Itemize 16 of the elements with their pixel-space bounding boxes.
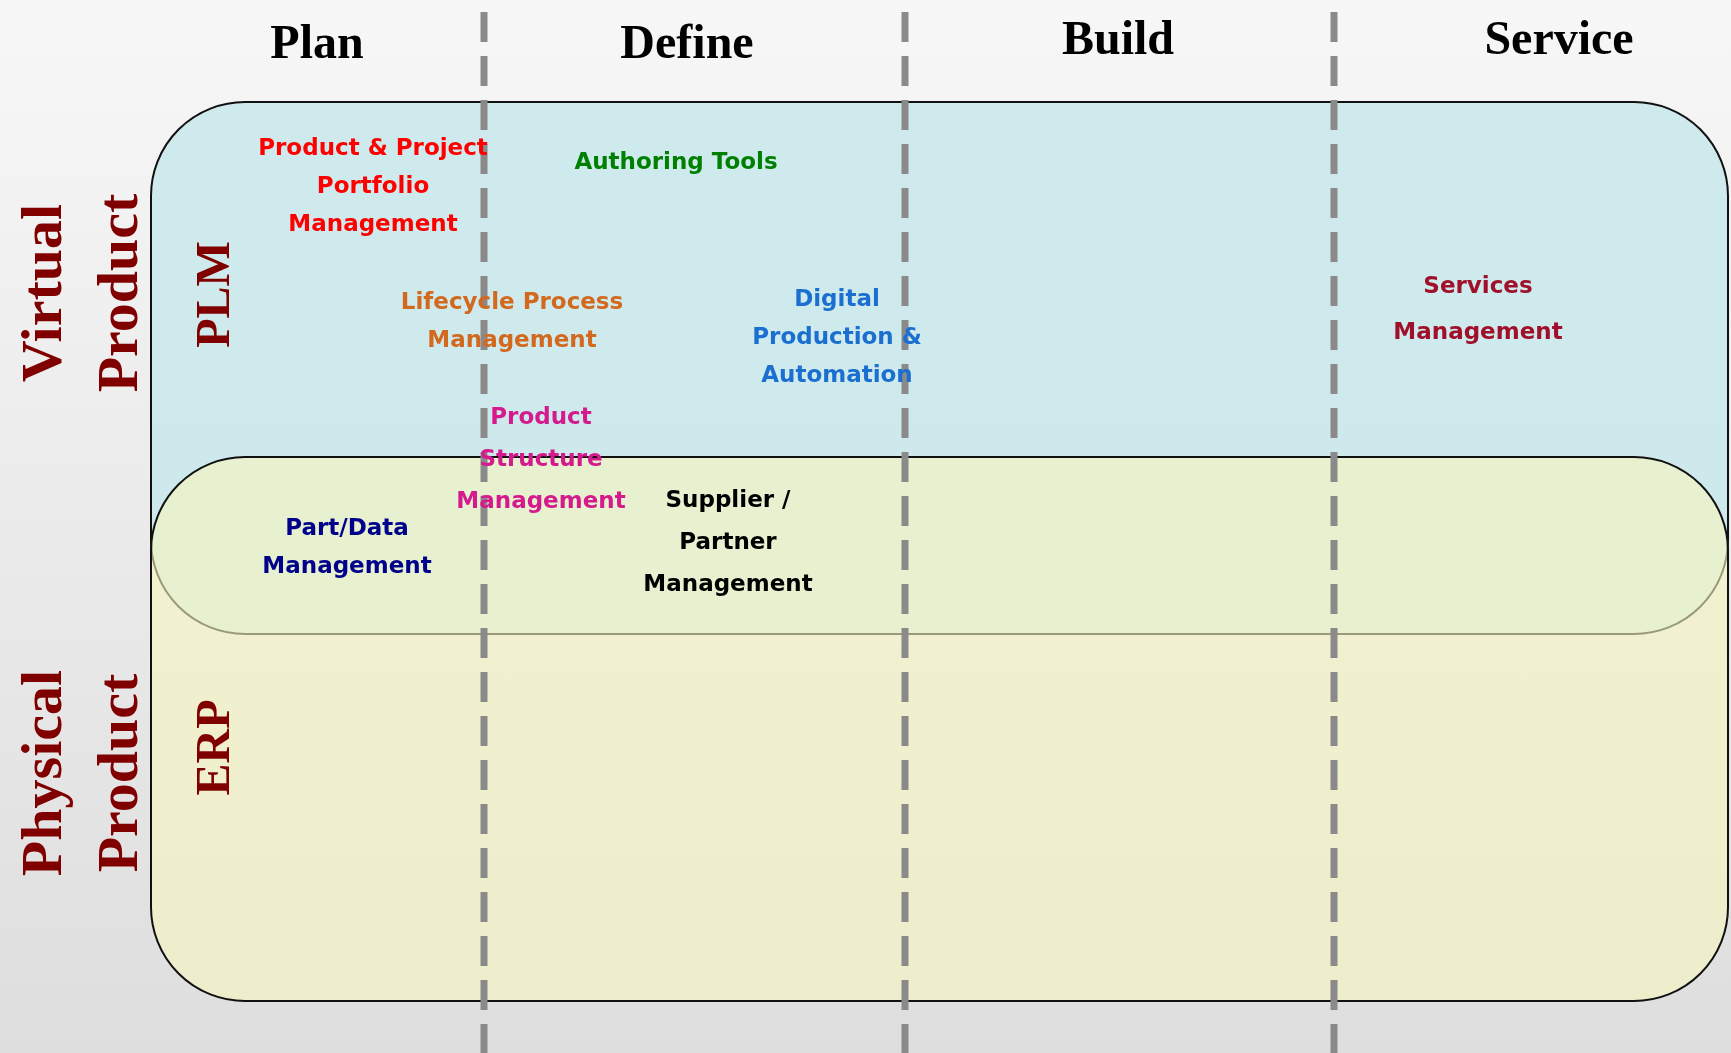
plm-region bbox=[150, 101, 1729, 635]
capability-label: Digital Production & Automation bbox=[751, 284, 923, 389]
capability-label: Authoring Tools bbox=[573, 147, 779, 176]
region-label: PLM bbox=[184, 240, 240, 348]
capability-label: Lifecycle Process Management bbox=[399, 287, 625, 354]
column-heading: Service bbox=[1484, 10, 1634, 65]
capability-label: Product & Project Portfolio Management bbox=[257, 133, 489, 238]
row-heading: Virtual Product bbox=[8, 192, 151, 395]
capability-label: Supplier / Partner Management bbox=[642, 485, 814, 598]
column-heading: Define bbox=[620, 14, 754, 69]
region-label: ERP bbox=[184, 699, 240, 795]
column-heading: Plan bbox=[270, 14, 364, 69]
capability-label: Services Management bbox=[1392, 271, 1564, 346]
column-heading: Build bbox=[1061, 10, 1175, 65]
row-heading: Physical Product bbox=[8, 668, 151, 879]
capability-label: Part/Data Management bbox=[261, 513, 433, 580]
